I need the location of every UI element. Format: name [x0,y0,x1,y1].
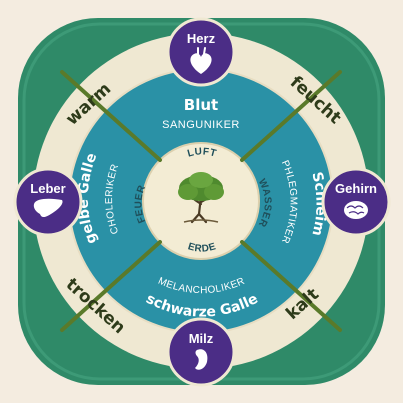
tree-icon [178,172,224,224]
humor-schleim: Schleim [308,170,328,237]
organ-gehirn-badge: Gehirn [321,167,391,237]
heart-icon [190,47,212,74]
liver-icon [33,198,63,218]
organ-leber-label: Leber [30,181,65,196]
brain-icon [344,201,368,219]
organ-leber-badge: Leber [13,167,83,237]
organ-herz-badge: Herz [166,17,236,87]
organ-herz-label: Herz [187,31,216,46]
element-feuer: FEUER [133,183,148,224]
temperament-sanguniker: SANGUNIKER [162,119,240,131]
organ-milz-label: Milz [189,331,214,346]
humor-blut: Blut [184,96,218,114]
diagonal-dividers [60,70,342,332]
temperament-choleriker: CHOLERIKER [104,163,121,236]
spleen-icon [195,349,208,370]
element-wasser: WASSER [256,177,273,229]
organ-milz-badge: Milz [166,317,236,387]
organ-gehirn-label: Gehirn [335,181,377,196]
